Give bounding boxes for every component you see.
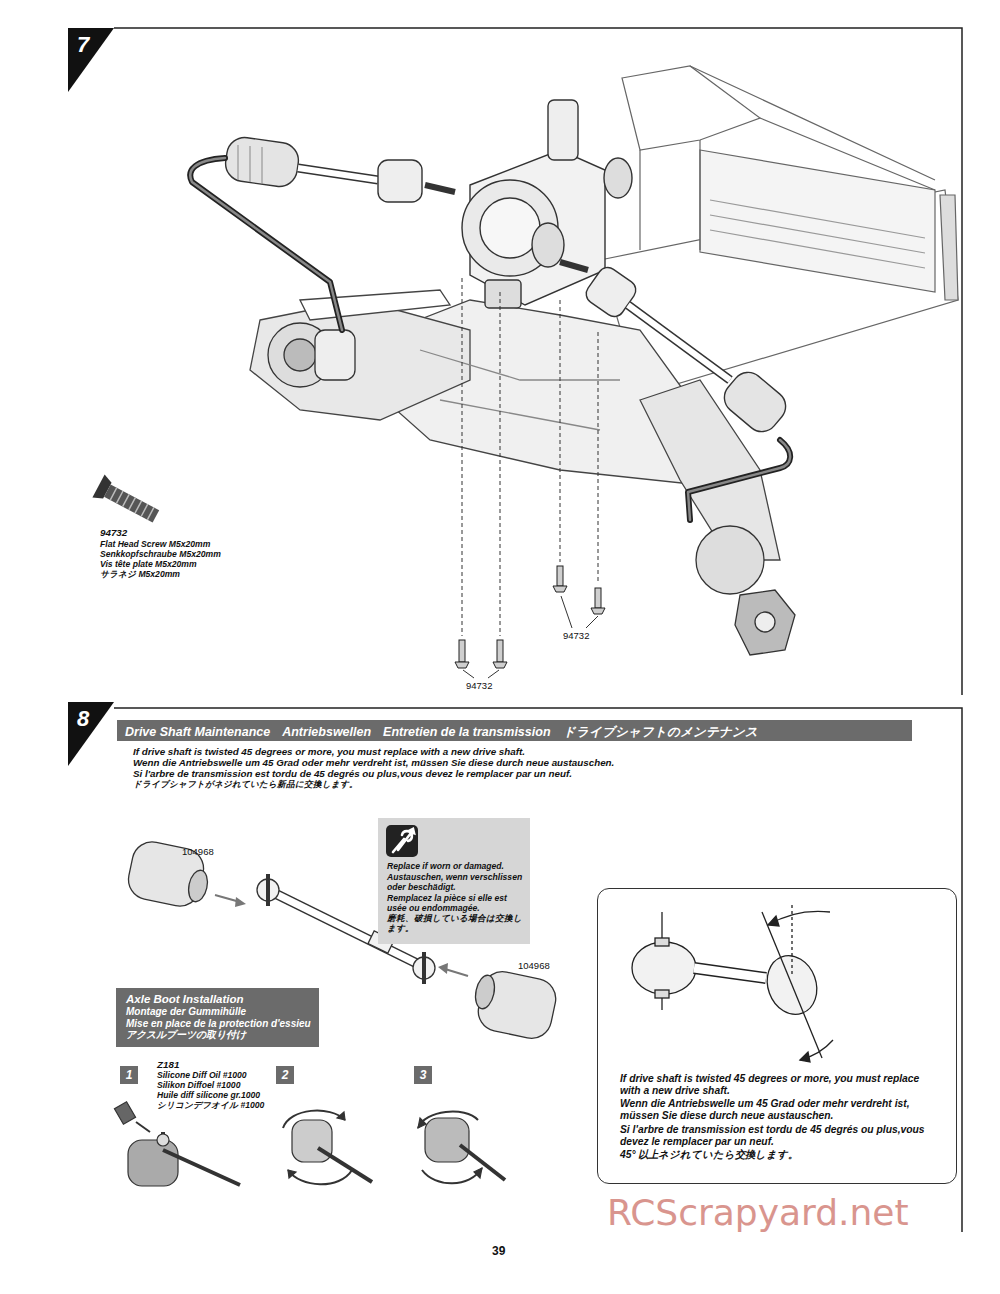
text-block: Remplacez la pièce si elle est usée ou e… — [387, 894, 523, 914]
part-name: サラネジ M5x20mm — [100, 569, 180, 581]
instruction-text: Wenn die Antriebswelle um 45 Grad oder m… — [133, 757, 614, 768]
callout-number: 94732 — [466, 680, 492, 691]
part-name: Vis tête plate M5x20mm — [100, 559, 197, 569]
step-badge: 8 — [68, 702, 114, 766]
step-number: 2 — [276, 1066, 294, 1084]
assembly-path — [190, 158, 790, 520]
callout-number: 94732 — [563, 630, 589, 641]
step-number: 7 — [68, 28, 114, 58]
chassis — [600, 66, 958, 395]
instruction-text: ドライブシャフトがネジれていたら新品に交換します。 — [133, 779, 358, 791]
page-number: 39 — [492, 1244, 505, 1258]
text-block: Entretien de la transmission — [383, 724, 550, 741]
badge-shape — [68, 702, 114, 766]
text-block: Austauschen, wenn verschlissen oder besc… — [387, 873, 523, 893]
step-number: 3 — [414, 1066, 432, 1084]
text-block: Drive Shaft Maintenance — [125, 724, 270, 741]
instruction-text: Si l'arbre de transmission est tordu de … — [133, 768, 572, 779]
screw — [455, 566, 605, 668]
instruction-text: If drive shaft is twisted 45 degrees or … — [133, 746, 525, 757]
suspension-arm — [250, 290, 780, 560]
screw-icon — [92, 474, 162, 527]
step-number: 1 — [120, 1066, 138, 1084]
frame-line — [114, 28, 962, 695]
text-block: Mise en place de la protection d'essieu — [126, 1018, 311, 1030]
text-block: Wenn die Antriebswelle um 45 Grad oder m… — [620, 1098, 932, 1122]
text-block: Antriebswellen — [282, 724, 371, 741]
part-name: Huile diff silicone gr.1000 — [157, 1090, 260, 1100]
badge-shape — [68, 28, 114, 92]
text-block: Si l'arbre de transmission est tordu de … — [620, 1124, 932, 1148]
drive-shaft — [223, 135, 792, 438]
tool-icon — [393, 829, 414, 852]
frame-line — [114, 708, 962, 1232]
twist-check-illustration — [632, 905, 833, 1062]
text-block: 45° 以上ネジれていたら交換します。 — [620, 1149, 932, 1161]
part-name: Silicone Diff Oil #1000 — [157, 1070, 247, 1080]
text-block: ドライブシャフトのメンテナンス — [563, 724, 758, 741]
text-block: アクスルブーツの取り付け — [126, 1029, 311, 1041]
part-number: Z181 — [157, 1059, 179, 1070]
text-block: Replace if worn or damaged. — [387, 862, 523, 872]
watermark: RCScrapyard.net — [607, 1192, 909, 1233]
substep-number: 1 — [120, 1066, 138, 1084]
substep-number: 2 — [276, 1066, 294, 1084]
install-step-illustration — [114, 1102, 505, 1186]
note-panel: If drive shaft is twisted 45 degrees or … — [597, 888, 957, 1184]
subsection-header: Axle Boot InstallationMontage der Gummih… — [116, 988, 319, 1047]
part-name: Flat Head Screw M5x20mm — [100, 539, 210, 549]
text-block: Axle Boot Installation — [126, 993, 311, 1006]
section-header: Drive Shaft Maintenance Antriebswellen Ent… — [117, 720, 912, 741]
part-name: Silikon Diffoel #1000 — [157, 1080, 240, 1090]
part-number: 104968 — [182, 846, 214, 857]
text-block: 磨耗、破損している場合は交換します。 — [387, 914, 523, 934]
step-number: 8 — [68, 702, 114, 732]
badge-shape — [68, 28, 114, 92]
text-block: If drive shaft is twisted 45 degrees or … — [620, 1073, 932, 1097]
substep-number: 3 — [414, 1066, 432, 1084]
part-number: 104968 — [518, 960, 550, 971]
tool-icon — [386, 825, 418, 857]
guide-line — [462, 278, 598, 636]
leader-line — [463, 596, 598, 678]
badge-shape — [68, 702, 114, 766]
step-badge: 7 — [68, 28, 114, 92]
note-box: Replace if worn or damaged.Austauschen, … — [378, 818, 530, 944]
part-name: Senkkopfschraube M5x20mm — [100, 549, 221, 559]
tool-icon — [386, 825, 418, 857]
part-name: シリコンデフオイル #1000 — [157, 1100, 264, 1112]
text-block: Montage der Gummihülle — [126, 1006, 311, 1018]
part-number: 94732 — [100, 527, 127, 538]
